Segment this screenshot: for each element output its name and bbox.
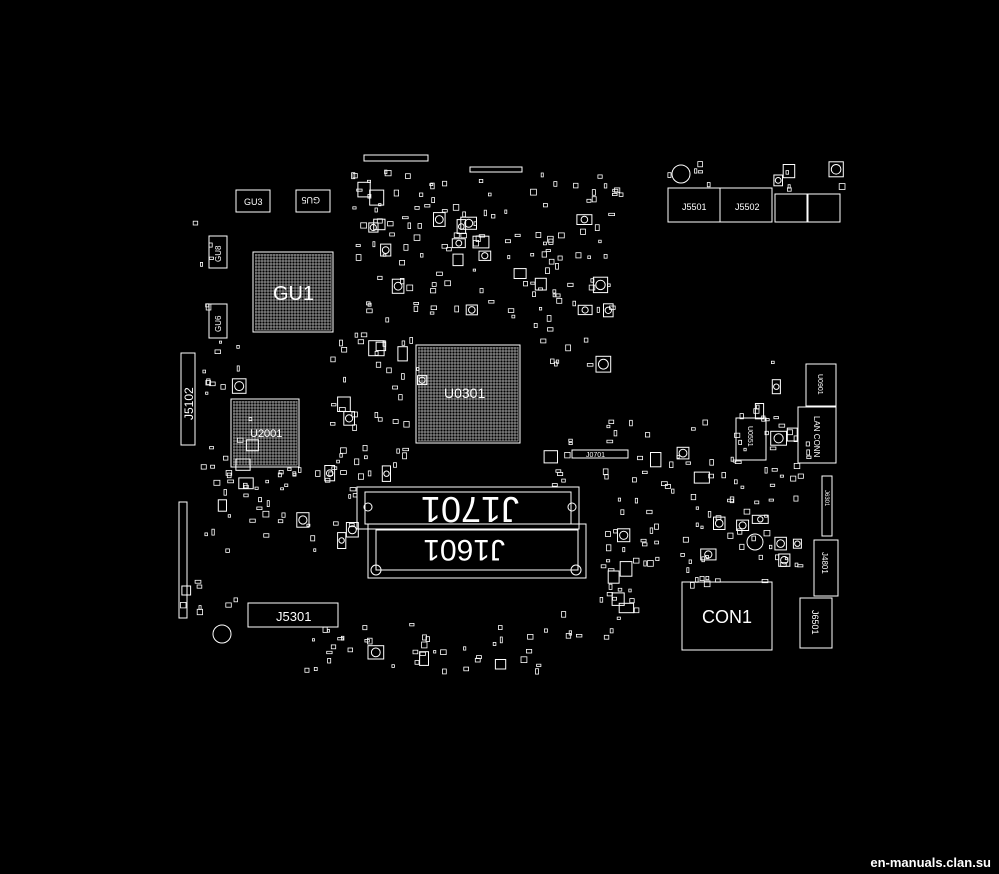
label-gu3: GU3 bbox=[244, 197, 263, 207]
label-u0901: U0901 bbox=[816, 374, 823, 395]
label-j4801: J4801 bbox=[820, 552, 829, 574]
label-j1701: J1701 bbox=[421, 489, 519, 530]
j5502-connector bbox=[719, 187, 773, 223]
j6301-connector bbox=[821, 475, 833, 537]
gu1-ball-grid bbox=[255, 254, 332, 331]
label-lan-conn: LAN CONN bbox=[812, 416, 821, 458]
label-j5502: J5502 bbox=[735, 202, 760, 212]
label-u0301: U0301 bbox=[444, 385, 485, 401]
gu8-chip bbox=[208, 235, 228, 269]
u2001-ball-grid bbox=[233, 401, 298, 466]
label-gu6: GU6 bbox=[214, 315, 223, 332]
j1601-slot bbox=[367, 523, 587, 579]
label-gu1: GU1 bbox=[273, 283, 314, 305]
label-j5301: J5301 bbox=[276, 609, 311, 624]
label-j0701: J0701 bbox=[586, 452, 605, 459]
gu3-chip bbox=[235, 189, 271, 213]
smd-components bbox=[180, 161, 846, 675]
j6501-connector bbox=[799, 597, 833, 649]
u0301-chip bbox=[415, 344, 521, 444]
u0551-chip bbox=[735, 417, 767, 461]
gu6-chip bbox=[208, 303, 228, 339]
label-gu8: GU8 bbox=[214, 245, 223, 262]
gu5-chip bbox=[295, 189, 331, 213]
label-gu5: GU5 bbox=[301, 195, 320, 205]
j0701-connector bbox=[571, 449, 629, 459]
label-j6501: J6501 bbox=[810, 610, 820, 635]
j5301-connector bbox=[247, 602, 339, 628]
u2001-chip bbox=[230, 398, 300, 468]
con1-connector bbox=[681, 581, 773, 651]
label-j6301: J6301 bbox=[823, 490, 829, 507]
j4801-connector bbox=[813, 539, 839, 597]
label-u0551: U0551 bbox=[746, 426, 753, 447]
watermark: en-manuals.clan.su bbox=[870, 855, 991, 870]
lan-conn-connector bbox=[797, 406, 837, 464]
label-j1601: J1601 bbox=[423, 533, 505, 566]
u0301-ball-grid bbox=[418, 347, 519, 442]
label-u2001: U2001 bbox=[250, 428, 282, 440]
j5102-connector bbox=[180, 352, 196, 446]
gu1-chip bbox=[252, 251, 334, 333]
label-con1: CON1 bbox=[702, 607, 752, 627]
label-j5501: J5501 bbox=[682, 202, 707, 212]
label-j5102: J5102 bbox=[182, 387, 196, 420]
u0901-chip bbox=[805, 363, 837, 407]
